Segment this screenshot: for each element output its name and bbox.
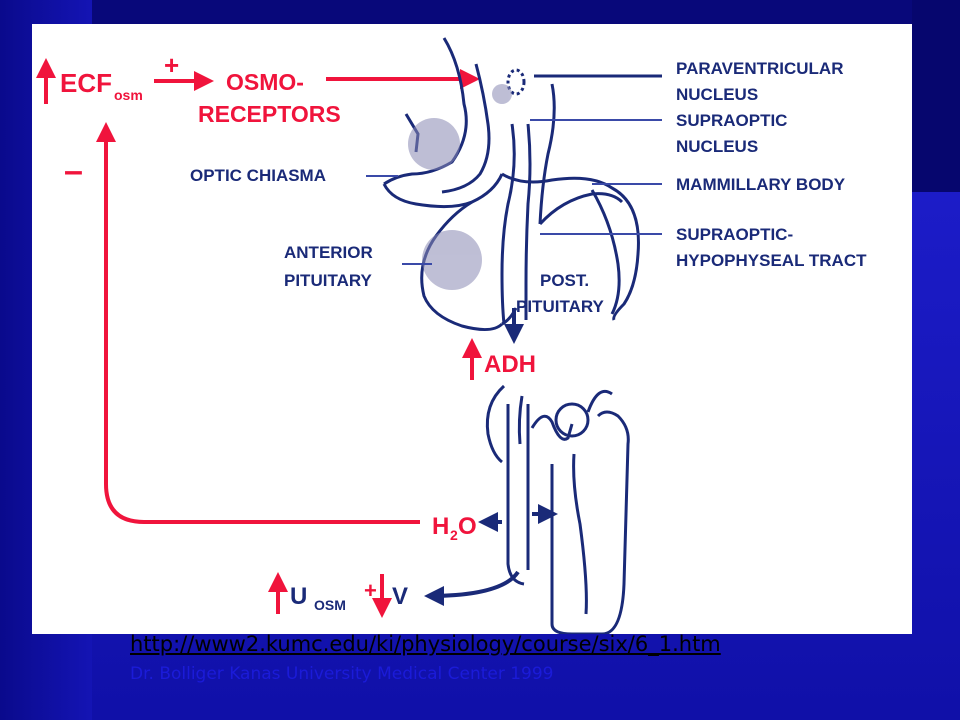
paraventricular-label-2: NUCLEUS [676,85,758,104]
water-label-h: H [432,513,449,540]
urine-osm-subscript: OSM [314,597,346,613]
source-link[interactable]: http://www2.kumc.edu/ki/physiology/cours… [130,632,721,656]
negative-feedback-arrow-icon [96,122,420,524]
ecf-label: ECF [60,68,112,98]
optic-chiasma-label: OPTIC CHIASMA [190,166,326,185]
nephron-drawing [485,384,630,634]
diagram-canvas: ECF osm + OSMO- RECEPTORS – OPTIC CHIASM… [36,37,867,634]
adh-label: ADH [484,351,536,378]
supraoptic-label-1: SUPRAOPTIC [676,111,787,130]
anterior-pituitary-label-2: PITUITARY [284,271,372,290]
supraoptic-label-2: NUCLEUS [676,137,758,156]
background-right [912,0,960,192]
urine-osm-label: U [290,583,307,610]
minus-sign: – [64,152,83,190]
urine-volume-label: V [392,583,408,610]
mammillary-body-label: MAMMILLARY BODY [676,175,846,194]
osmoreceptors-label-1: OSMO- [226,69,304,95]
osmoreceptors-label-2: RECEPTORS [198,101,341,127]
ecf-osm-group: ECF osm [36,58,143,104]
source-credit: Dr. Bolliger Kanas University Medical Ce… [130,664,554,684]
paraventricular-label-1: PARAVENTRICULAR [676,59,843,78]
tract-label-1: SUPRAOPTIC- [676,225,793,244]
water-label-o: O [458,513,477,540]
post-pituitary-label-1: POST. [540,271,589,290]
plus-sign: + [164,50,179,80]
urine-output-arrow-icon [424,570,520,606]
water-label-subscript: 2 [450,527,458,543]
tract-label-2: HYPOPHYSEAL TRACT [676,251,867,270]
urine-plus-sign: + [364,578,377,603]
ecf-subscript: osm [114,87,143,103]
anterior-pituitary-label-1: ANTERIOR [284,243,373,262]
stipple-texture [408,84,512,290]
adh-regulation-diagram: ECF osm + OSMO- RECEPTORS – OPTIC CHIASM… [32,24,912,634]
post-pituitary-label-2: PITUITARY [516,297,604,316]
